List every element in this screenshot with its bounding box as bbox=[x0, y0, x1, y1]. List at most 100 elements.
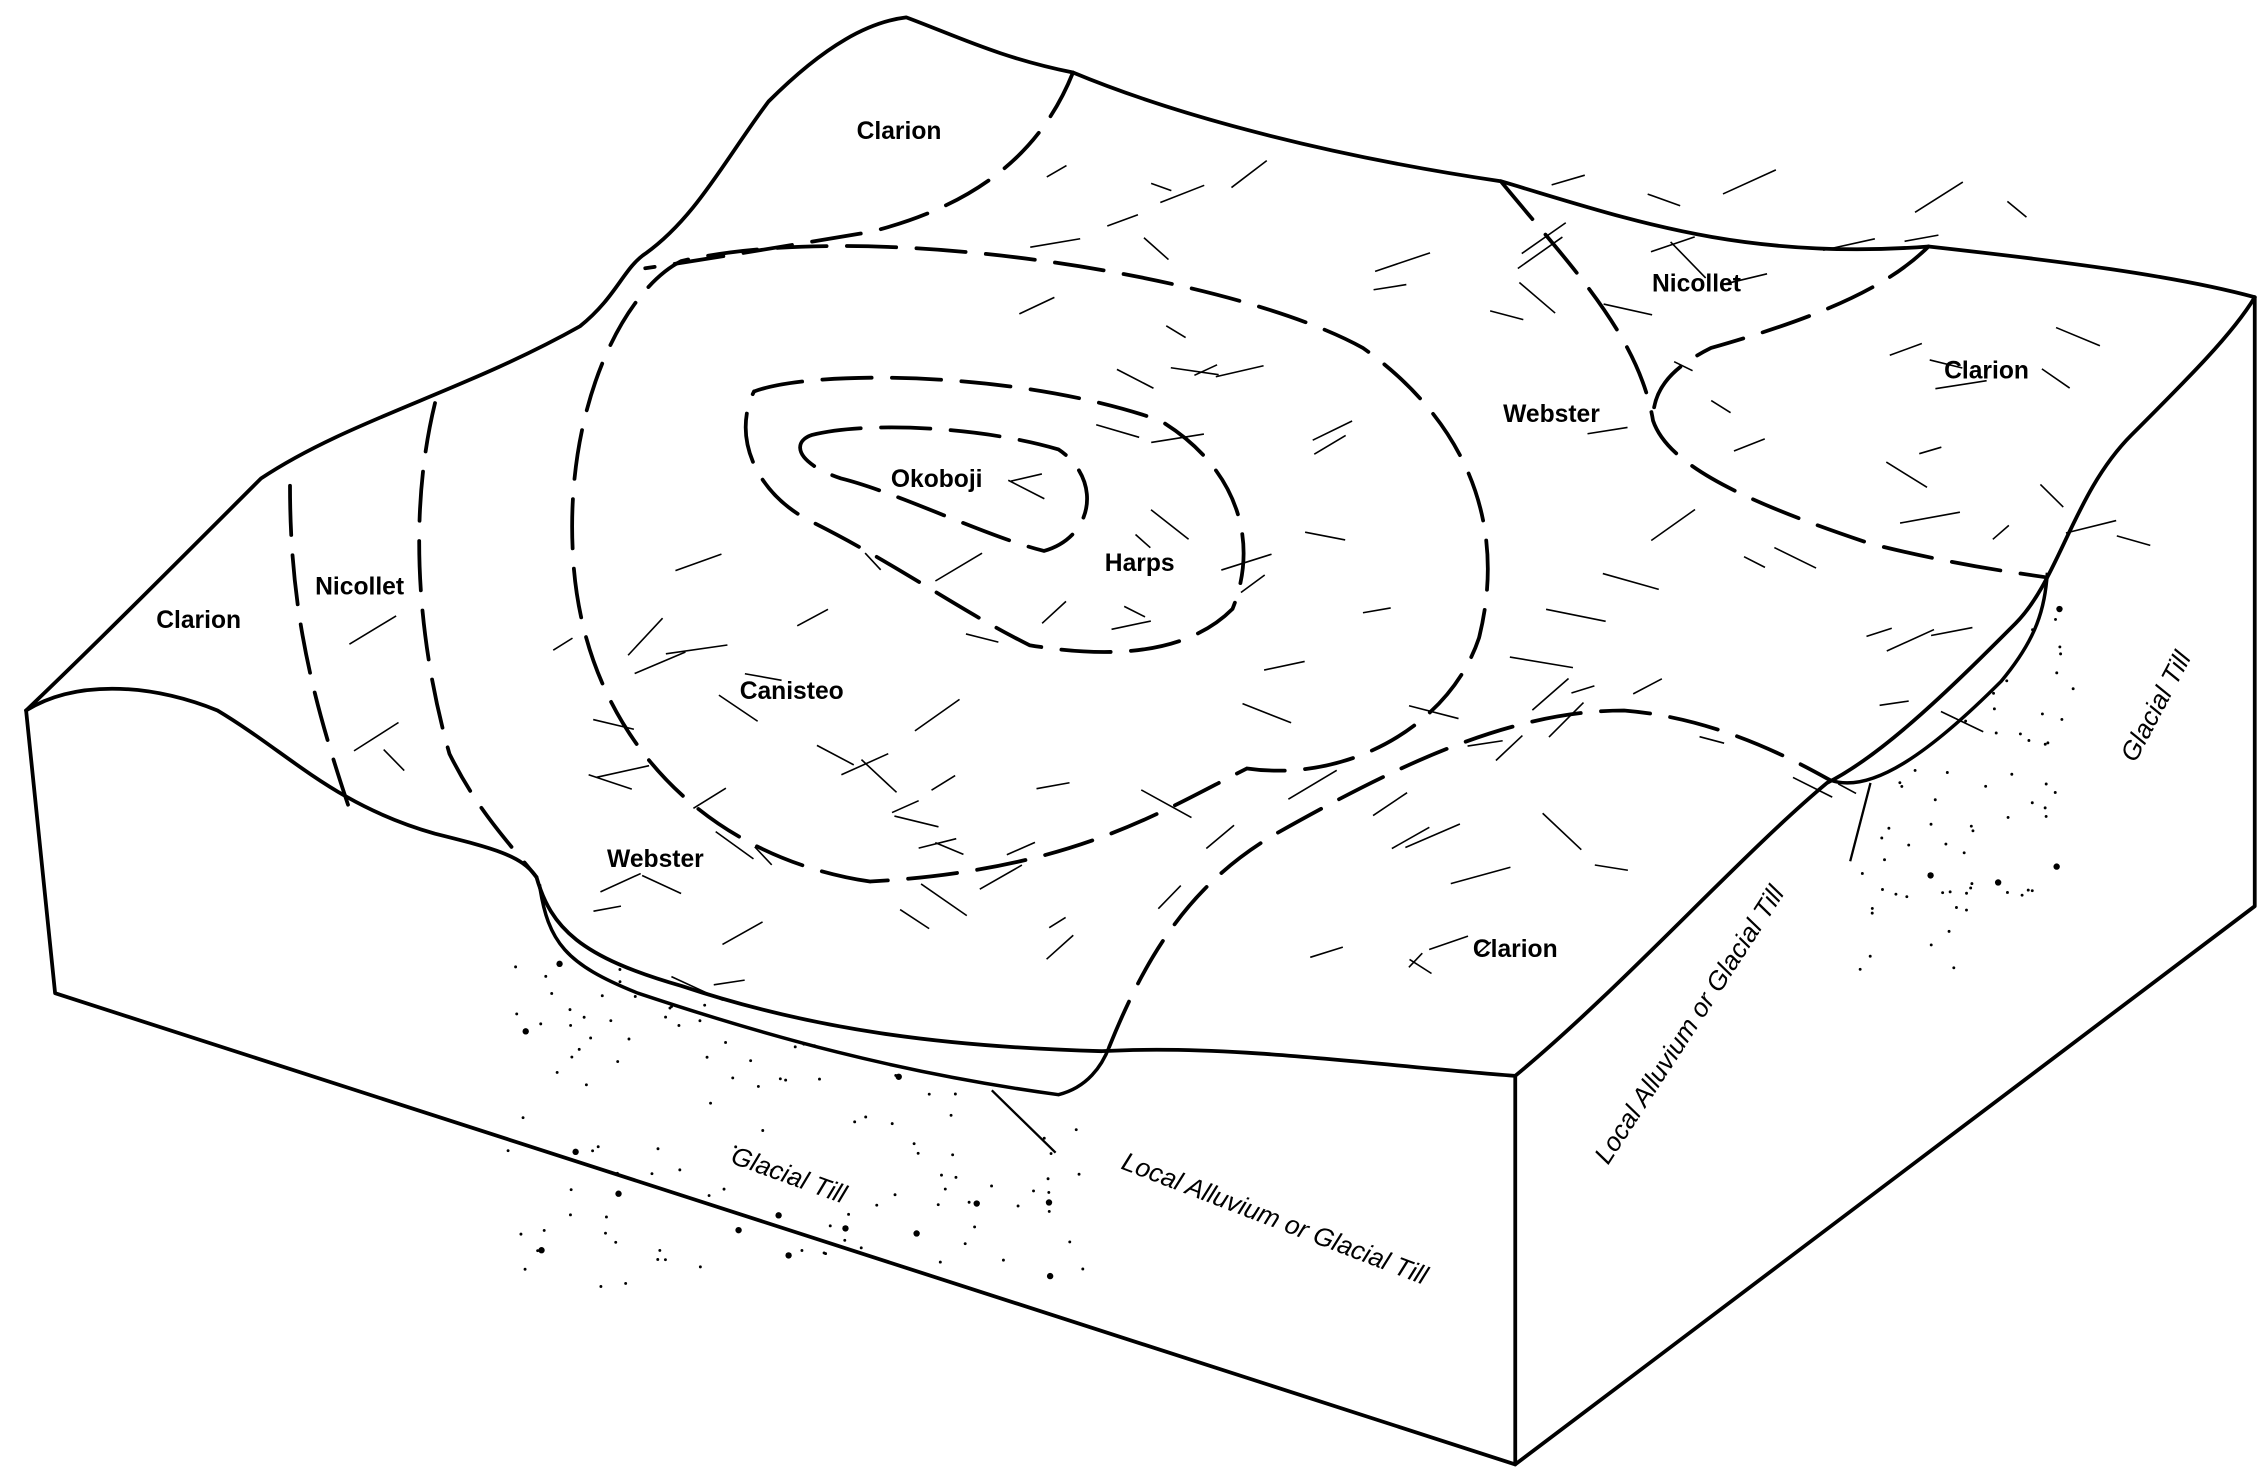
hatch-stroke bbox=[1046, 934, 1074, 960]
hatch-stroke bbox=[1107, 213, 1139, 227]
stipple-dot bbox=[1880, 836, 1884, 840]
label-clarion-front: Clarion bbox=[1473, 936, 1558, 963]
stipple-dot bbox=[943, 1187, 947, 1191]
stipple-dot bbox=[1868, 954, 1872, 958]
stipple-dot bbox=[912, 1142, 916, 1146]
hatch-stroke bbox=[1405, 823, 1461, 849]
stipple-dot bbox=[990, 1184, 994, 1188]
hatch-stroke bbox=[1521, 222, 1567, 255]
stipple-dot bbox=[1994, 731, 1998, 735]
stipple-dot bbox=[618, 980, 622, 984]
hatch-stroke bbox=[744, 672, 782, 682]
hatch-stroke bbox=[641, 874, 682, 895]
stipple-dot bbox=[1965, 908, 1968, 912]
stipple-dot bbox=[678, 1168, 682, 1172]
stipple-dot bbox=[2010, 772, 2014, 776]
hatch-stroke bbox=[1733, 438, 1766, 452]
stipple-dot bbox=[556, 960, 563, 968]
hatch-stroke bbox=[1205, 824, 1235, 850]
hatch-stroke bbox=[1160, 184, 1205, 204]
hatch-stroke bbox=[1919, 446, 1942, 455]
label-webster-front: Webster bbox=[607, 846, 704, 873]
stipple-dot bbox=[731, 1076, 735, 1080]
hatch-stroke bbox=[1007, 479, 1045, 500]
hatch-stroke bbox=[754, 846, 773, 866]
hatch-stroke bbox=[816, 744, 855, 766]
stipple-dot bbox=[709, 1101, 713, 1105]
stipple-dot bbox=[778, 1077, 782, 1081]
hatch-stroke bbox=[1699, 735, 1725, 744]
stipple-dot bbox=[927, 1092, 931, 1096]
stipple-dot bbox=[859, 1246, 863, 1250]
stipple-dot bbox=[1962, 851, 1966, 855]
stipple-dot bbox=[1971, 829, 1975, 833]
stipple-dot bbox=[2046, 741, 2050, 745]
stipple-dot bbox=[1881, 888, 1884, 891]
stipple-dot bbox=[523, 1267, 527, 1271]
hatch-stroke bbox=[1408, 704, 1459, 720]
stipple-dot bbox=[604, 1215, 608, 1219]
label-right-glacial-till: Glacial Till bbox=[2114, 645, 2197, 766]
stipple-dot bbox=[761, 1129, 765, 1132]
label-clarion-left: Clarion bbox=[156, 607, 241, 634]
stipple-dot bbox=[1948, 890, 1952, 894]
hatch-stroke bbox=[1467, 739, 1503, 747]
hatch-stroke bbox=[1823, 238, 1876, 252]
stipple-dot bbox=[813, 1044, 816, 1048]
hatch-stroke bbox=[1221, 553, 1272, 571]
hatch-stroke bbox=[1929, 359, 1963, 369]
hatch-stroke bbox=[1116, 368, 1154, 389]
stipple-dot bbox=[555, 1070, 559, 1074]
hatch-stroke bbox=[593, 718, 635, 731]
hatch-stroke bbox=[1194, 364, 1218, 377]
stipple-dot bbox=[2031, 628, 2035, 632]
stipple-dot bbox=[1947, 929, 1951, 933]
label-nicollet-right: Nicollet bbox=[1652, 270, 1741, 297]
hatch-stroke bbox=[1362, 607, 1391, 614]
hatch-stroke bbox=[1215, 364, 1264, 378]
label-front-glacial-till: Glacial Till bbox=[727, 1140, 851, 1210]
stipple-dot bbox=[818, 1077, 821, 1081]
stipple-dot bbox=[938, 1260, 942, 1264]
hatch-stroke bbox=[1670, 241, 1707, 279]
right-alluvium-layer bbox=[1829, 572, 2050, 785]
hatch-stroke bbox=[1886, 628, 1935, 652]
hatch-stroke bbox=[1476, 941, 1492, 955]
hatch-stroke bbox=[920, 883, 968, 917]
stipple-dot bbox=[2043, 806, 2047, 810]
top-back-edge bbox=[24, 15, 2257, 713]
stipple-dot bbox=[656, 1257, 660, 1261]
hatch-stroke bbox=[1409, 958, 1432, 975]
stipple-dot bbox=[591, 1149, 595, 1153]
hatch-stroke bbox=[1373, 283, 1407, 291]
stipple-dot bbox=[544, 974, 548, 978]
label-canisteo: Canisteo bbox=[740, 678, 844, 705]
front-alluvium-layer bbox=[537, 884, 1111, 1097]
stipple-dot bbox=[2060, 717, 2064, 721]
stipple-dot bbox=[1870, 906, 1874, 910]
stipple-dot bbox=[550, 992, 554, 995]
stipple-dot bbox=[1049, 1152, 1053, 1155]
stipple-dot bbox=[609, 1019, 613, 1023]
front-leader-arrow bbox=[990, 1089, 1057, 1154]
stipple-dot bbox=[698, 1265, 702, 1269]
hatch-stroke bbox=[1046, 164, 1067, 178]
hatch-stroke bbox=[1010, 473, 1043, 482]
hatch-stroke bbox=[1140, 789, 1192, 819]
stipple-dot bbox=[722, 1187, 726, 1191]
stipple-dot bbox=[615, 1171, 619, 1175]
hatch-stroke bbox=[864, 552, 882, 571]
till-stipple bbox=[506, 605, 2075, 1288]
hatch-stroke bbox=[1036, 781, 1070, 790]
stipple-dot bbox=[600, 994, 604, 998]
hatch-stroke bbox=[1495, 734, 1523, 762]
hatch-stroke bbox=[1263, 660, 1305, 671]
hatch-stroke bbox=[1879, 700, 1909, 707]
stipple-dot bbox=[894, 1073, 898, 1077]
hatch-stroke bbox=[1992, 524, 2010, 540]
hatch-stroke bbox=[353, 721, 399, 752]
stipple-dot bbox=[724, 1041, 728, 1044]
stipple-dot bbox=[756, 1084, 760, 1088]
hatch-stroke bbox=[1517, 236, 1563, 270]
stipple-dot bbox=[577, 1047, 581, 1051]
